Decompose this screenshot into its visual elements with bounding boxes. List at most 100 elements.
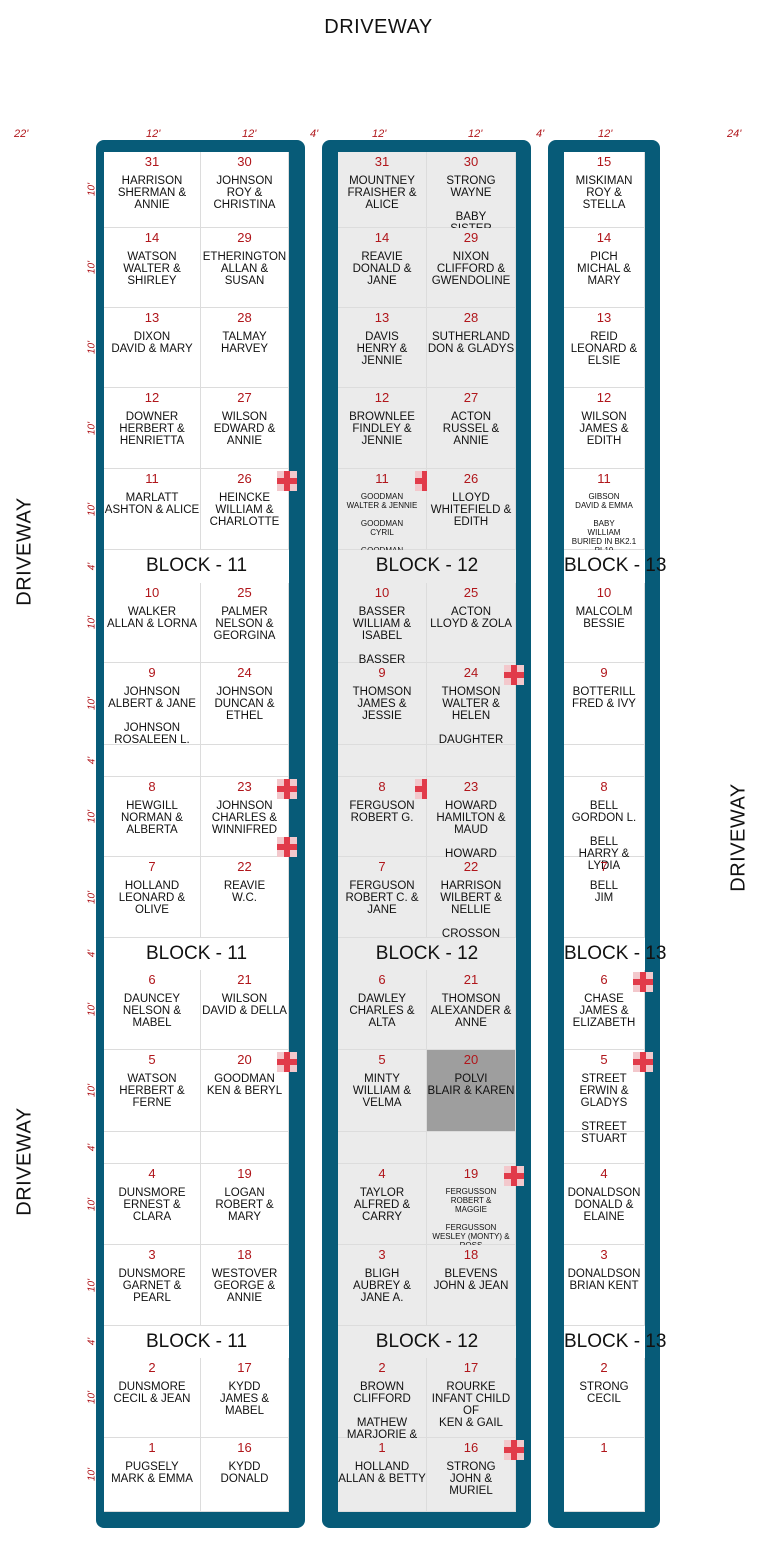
block-11-label: BLOCK - 11 xyxy=(104,1326,289,1358)
dim-b11-col1: 12' xyxy=(146,128,161,140)
row-dim-label: 10' xyxy=(86,421,98,435)
path-strip xyxy=(338,1132,427,1164)
plot-occupants: REAVIE DONALD & JANE xyxy=(352,251,412,287)
block-13-inner xyxy=(564,152,645,1512)
block-12-label: BLOCK - 12 xyxy=(338,1326,516,1358)
plot-occupants: JOHNSON ROY & CHRISTINA xyxy=(213,175,276,211)
plot-number: 16 xyxy=(237,1440,252,1455)
row-dim-label: 4' xyxy=(86,949,98,958)
plot-occupants: LLOYD WHITEFIELD & EDITH xyxy=(430,492,512,528)
plot-number: 9 xyxy=(378,665,386,680)
block-13-label: BLOCK - 13 xyxy=(564,938,666,970)
plot-occupants: MISKIMAN ROY & STELLA xyxy=(575,175,633,211)
plot-number: 15 xyxy=(596,154,612,169)
plot-b13-1[interactable]: 1 xyxy=(564,1438,645,1512)
plot-number: 14 xyxy=(596,230,612,245)
block-12-label: BLOCK - 12 xyxy=(338,550,516,583)
plot-number: 23 xyxy=(463,779,479,794)
row-dim-label: 4' xyxy=(86,562,98,570)
plot-number: 10 xyxy=(374,585,390,600)
driveway-left-lower-label: DRIVEWAY xyxy=(13,1107,36,1216)
plot-occupants: SUTHERLAND DON & GLADYS xyxy=(427,331,515,355)
path-strip xyxy=(338,745,427,777)
plot-number: 20 xyxy=(237,1052,252,1067)
plot-number: 6 xyxy=(378,972,386,987)
